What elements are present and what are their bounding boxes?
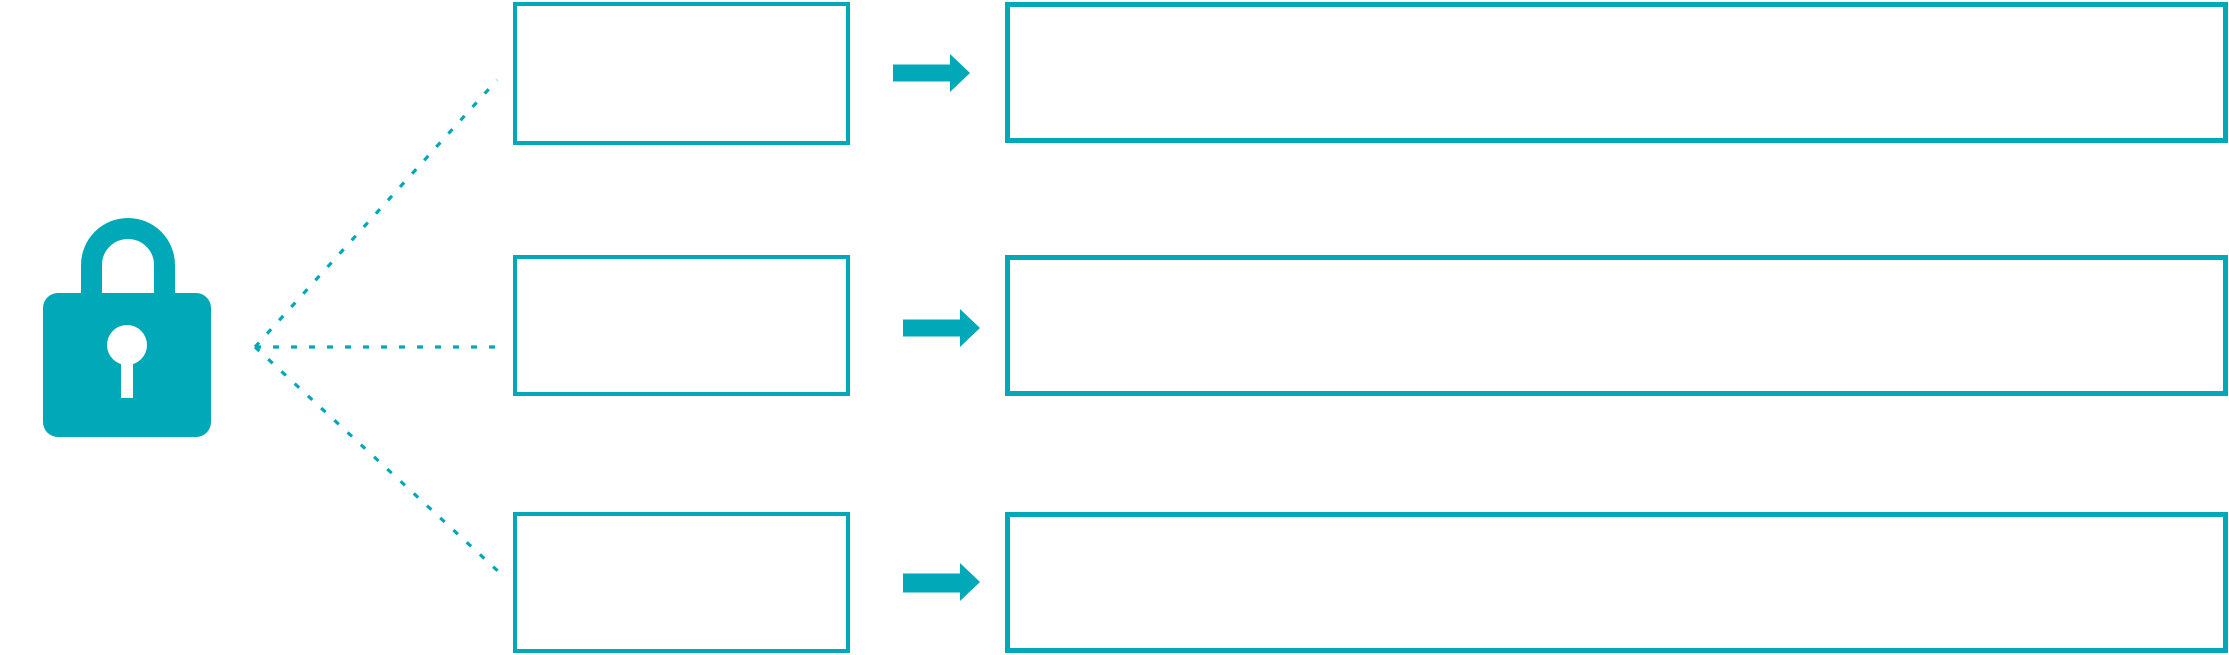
term-box-1: [513, 2, 850, 145]
definition-box-1: [1005, 2, 2228, 143]
lock-shackle: [81, 218, 175, 296]
arrow-right-icon-row1: [893, 54, 970, 92]
arrow-right-icon-row3: [903, 563, 980, 601]
lock-keyhole-stem: [121, 345, 133, 398]
dotted-connector-bottom: [253, 345, 502, 575]
arrow-right-icon-row2: [903, 309, 980, 347]
lock-keyhole-circle: [107, 325, 147, 365]
definition-box-3: [1005, 512, 2228, 653]
lock-icon: [43, 218, 211, 437]
dotted-connector-top: [253, 78, 499, 349]
term-box-3: [513, 512, 850, 653]
term-box-2: [513, 255, 850, 396]
lock-body: [43, 293, 211, 437]
definition-box-2: [1005, 255, 2228, 396]
